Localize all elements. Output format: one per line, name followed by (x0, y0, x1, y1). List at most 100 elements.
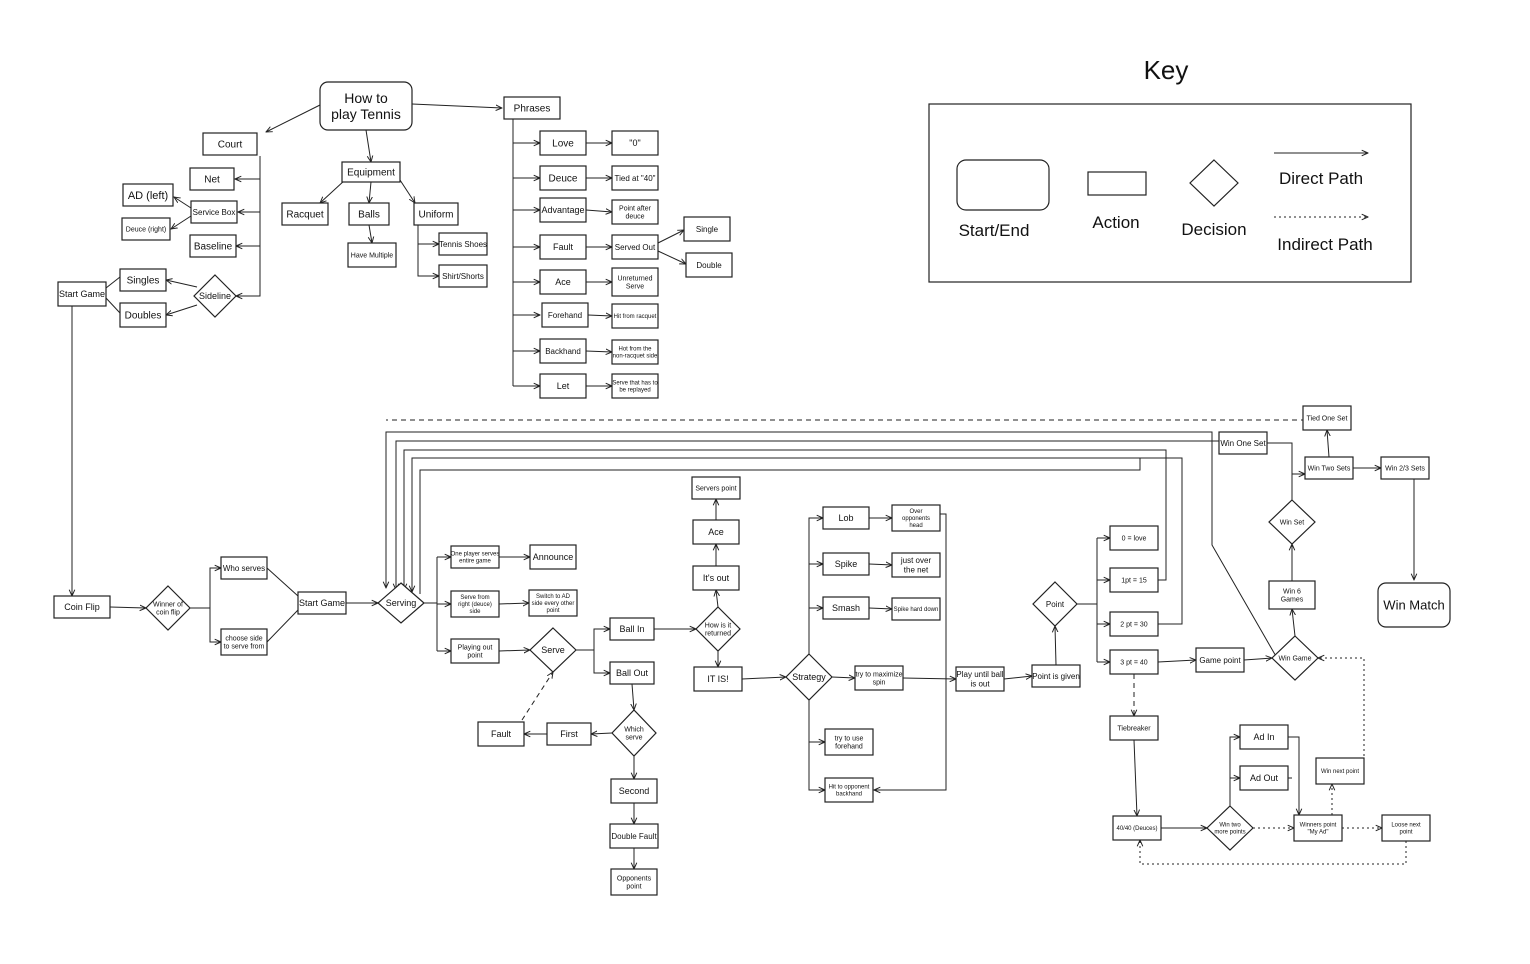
node-label: Balls (358, 210, 380, 221)
node-label: 0 = love (1122, 535, 1147, 542)
node-label: Start Game (299, 598, 345, 608)
node-label: "My Ad" (1308, 830, 1329, 836)
action-shape (955, 666, 1005, 692)
node-label: side every other (532, 601, 575, 607)
node-label: Win 2/3 Sets (1385, 465, 1425, 472)
edge-connector (396, 440, 1220, 590)
node-label: Forehand (548, 311, 582, 320)
action-shape (1239, 724, 1289, 750)
node-label: Hot from the (618, 347, 652, 353)
edge-connector (585, 210, 612, 212)
node-label: Doubles (125, 311, 162, 322)
edge-connector (741, 677, 786, 679)
edge-connector (498, 603, 529, 604)
edge-connector (1267, 442, 1293, 500)
edge-connector (399, 179, 415, 203)
edge-connector (369, 224, 372, 243)
node-label: Fault (491, 729, 512, 739)
action-shape (609, 661, 655, 685)
node-label: choose side (225, 635, 262, 642)
edge-connector (1157, 660, 1196, 662)
edge-connector (266, 103, 323, 132)
node-win-one-set: Win One Set (1218, 431, 1268, 455)
node-win-two-sets: Win Two Sets (1304, 456, 1354, 480)
action-shape (341, 161, 401, 183)
node-advantage: Advantage (539, 197, 587, 223)
node-win-set: Win Set (1268, 499, 1316, 545)
edge-connector (386, 431, 1278, 659)
node-label: Equipment (347, 168, 395, 179)
edge-connector (171, 215, 192, 229)
node-spike-hard: Spike hard down (891, 597, 941, 621)
action-shape (609, 823, 659, 849)
edges-layer (72, 103, 1414, 869)
node-serving: Serving (377, 582, 425, 624)
node-fault: Fault (477, 721, 525, 747)
node-label: Play until ball (956, 670, 1003, 679)
node-sideline: Sideline (193, 274, 237, 318)
edge-connector (868, 608, 892, 609)
node-label: Sideline (199, 291, 231, 301)
node-label: Unreturned (617, 275, 652, 282)
node-deuces-40: 40/40 (Deuces) (1112, 815, 1162, 841)
node-win-game: Win Game (1271, 635, 1319, 681)
action-shape (539, 130, 587, 156)
legend-decision-label: Decision (1181, 220, 1246, 239)
action-shape (1293, 814, 1343, 842)
action-shape (1195, 647, 1245, 673)
action-shape (477, 721, 525, 747)
node-label: Win two (1219, 823, 1241, 829)
node-label: How is it (705, 622, 732, 629)
node-announce: Announce (529, 544, 577, 570)
edge-connector (266, 567, 299, 597)
action-shape (539, 338, 587, 364)
node-label: serve (625, 734, 642, 741)
edge-connector (521, 672, 553, 721)
node-label: Ball In (619, 624, 644, 634)
edge-connector (632, 683, 634, 710)
node-love-def: "0" (611, 130, 659, 156)
node-ace-phrase: Ace (539, 269, 587, 295)
node-label: coin flip (156, 609, 180, 616)
node-label: deuce (625, 213, 644, 220)
node-label: Strategy (792, 672, 826, 682)
edge-connector (1140, 840, 1407, 865)
node-win-next: Win next point (1315, 757, 1365, 785)
node-label: It's out (703, 573, 730, 583)
node-label: Serve that has to (612, 381, 658, 387)
node-label: Let (557, 381, 570, 391)
edge-connector (411, 103, 502, 108)
node-label: Serve (541, 645, 565, 655)
node-game-point: Game point (1195, 647, 1245, 673)
node-label: point (1399, 830, 1412, 836)
action-shape (693, 666, 743, 692)
node-zero-love: 0 = love (1109, 525, 1159, 551)
edge-connector (587, 315, 612, 316)
node-label: Serve from (460, 595, 489, 601)
node-coin-flip: Coin Flip (53, 595, 111, 619)
node-label: to serve from (224, 643, 265, 650)
action-shape (438, 232, 488, 256)
action-shape (1109, 611, 1159, 637)
edge-connector (320, 179, 346, 203)
edge-connector (266, 609, 299, 643)
node-uniform: Uniform (413, 202, 459, 226)
action-shape (539, 197, 587, 223)
node-label: forehand (835, 743, 863, 750)
action-shape (1109, 567, 1159, 593)
legend-box (928, 103, 1412, 283)
action-shape (1109, 649, 1159, 675)
node-single: Single (683, 216, 731, 242)
node-label: Serve (626, 283, 644, 290)
node-spike: Spike (822, 552, 870, 576)
edge-connector (417, 225, 439, 244)
edge-connector (1055, 626, 1056, 666)
node-label: right (deuce) (458, 602, 492, 608)
action-shape (539, 373, 587, 399)
action-shape (891, 504, 941, 532)
decision-shape (145, 585, 191, 631)
